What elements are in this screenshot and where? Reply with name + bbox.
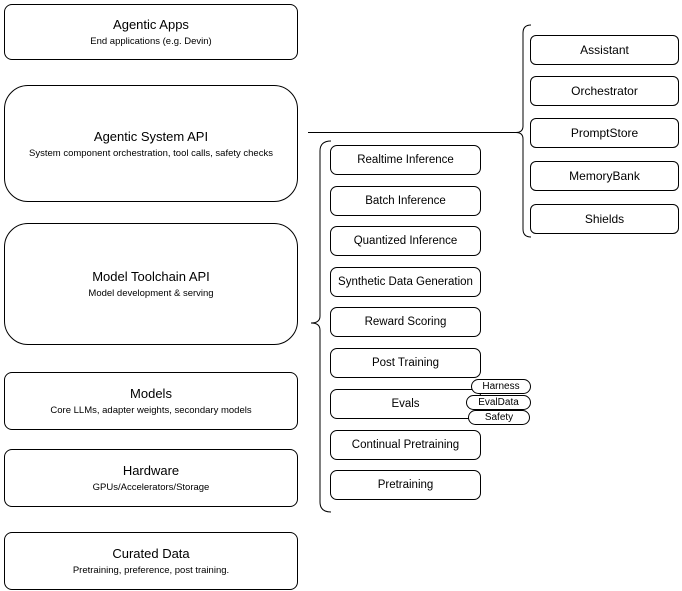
system-group-brace — [515, 24, 532, 238]
tag-label: EvalData — [478, 397, 519, 408]
node-label: PromptStore — [570, 126, 639, 140]
node-subtitle: End applications (e.g. Devin) — [90, 36, 212, 47]
node-subtitle: Pretraining, preference, post training. — [72, 565, 230, 576]
node-orchestrator: Orchestrator — [530, 76, 679, 106]
node-model-toolchain-api: Model Toolchain API Model development & … — [4, 223, 298, 345]
node-batch-inference: Batch Inference — [330, 186, 481, 216]
node-agentic-apps: Agentic Apps End applications (e.g. Devi… — [4, 4, 298, 60]
node-curated-data: Curated Data Pretraining, preference, po… — [4, 532, 298, 590]
node-agentic-system-api: Agentic System API System component orch… — [4, 85, 298, 202]
node-label: Synthetic Data Generation — [338, 276, 473, 288]
node-label: Post Training — [371, 357, 440, 369]
tag-evaldata: EvalData — [466, 395, 531, 410]
tag-label: Safety — [484, 412, 514, 423]
node-label: Realtime Inference — [357, 154, 454, 166]
node-models: Models Core LLMs, adapter weights, secon… — [4, 372, 298, 430]
node-title: Model Toolchain API — [92, 269, 210, 284]
node-title: Models — [130, 386, 172, 401]
node-quantized-inference: Quantized Inference — [330, 226, 481, 256]
tag-harness: Harness — [471, 379, 531, 394]
node-realtime-inference: Realtime Inference — [330, 145, 481, 175]
node-shields: Shields — [530, 204, 679, 234]
node-label: Reward Scoring — [364, 316, 447, 328]
node-title: Hardware — [122, 463, 180, 478]
node-pretraining: Pretraining — [330, 470, 481, 500]
node-assistant: Assistant — [530, 35, 679, 65]
node-label: Assistant — [580, 43, 629, 57]
node-subtitle: Model development & serving — [88, 288, 214, 299]
tag-label: Harness — [482, 381, 520, 392]
node-synthetic-data-generation: Synthetic Data Generation — [330, 267, 481, 297]
node-memorybank: MemoryBank — [530, 161, 679, 191]
node-subtitle: Core LLMs, adapter weights, secondary mo… — [50, 405, 252, 416]
node-subtitle: GPUs/Accelerators/Storage — [92, 482, 210, 493]
node-post-training: Post Training — [330, 348, 481, 378]
node-label: Evals — [391, 398, 420, 410]
node-label: Pretraining — [377, 479, 434, 491]
node-label: Quantized Inference — [353, 235, 458, 247]
toolchain-group-brace — [310, 140, 332, 513]
node-evals: Evals — [330, 389, 481, 419]
node-continual-pretraining: Continual Pretraining — [330, 430, 481, 460]
node-label: Batch Inference — [365, 195, 446, 207]
node-hardware: Hardware GPUs/Accelerators/Storage — [4, 449, 298, 507]
node-label: MemoryBank — [569, 169, 640, 183]
node-label: Shields — [584, 212, 625, 226]
node-title: Agentic Apps — [113, 17, 189, 32]
node-promptstore: PromptStore — [530, 118, 679, 148]
tag-safety: Safety — [468, 410, 530, 425]
node-title: Curated Data — [112, 546, 190, 561]
node-reward-scoring: Reward Scoring — [330, 307, 481, 337]
node-subtitle: System component orchestration, tool cal… — [29, 147, 273, 159]
node-label: Orchestrator — [571, 84, 638, 98]
node-label: Continual Pretraining — [351, 439, 460, 451]
node-title: Agentic System API — [93, 128, 209, 144]
